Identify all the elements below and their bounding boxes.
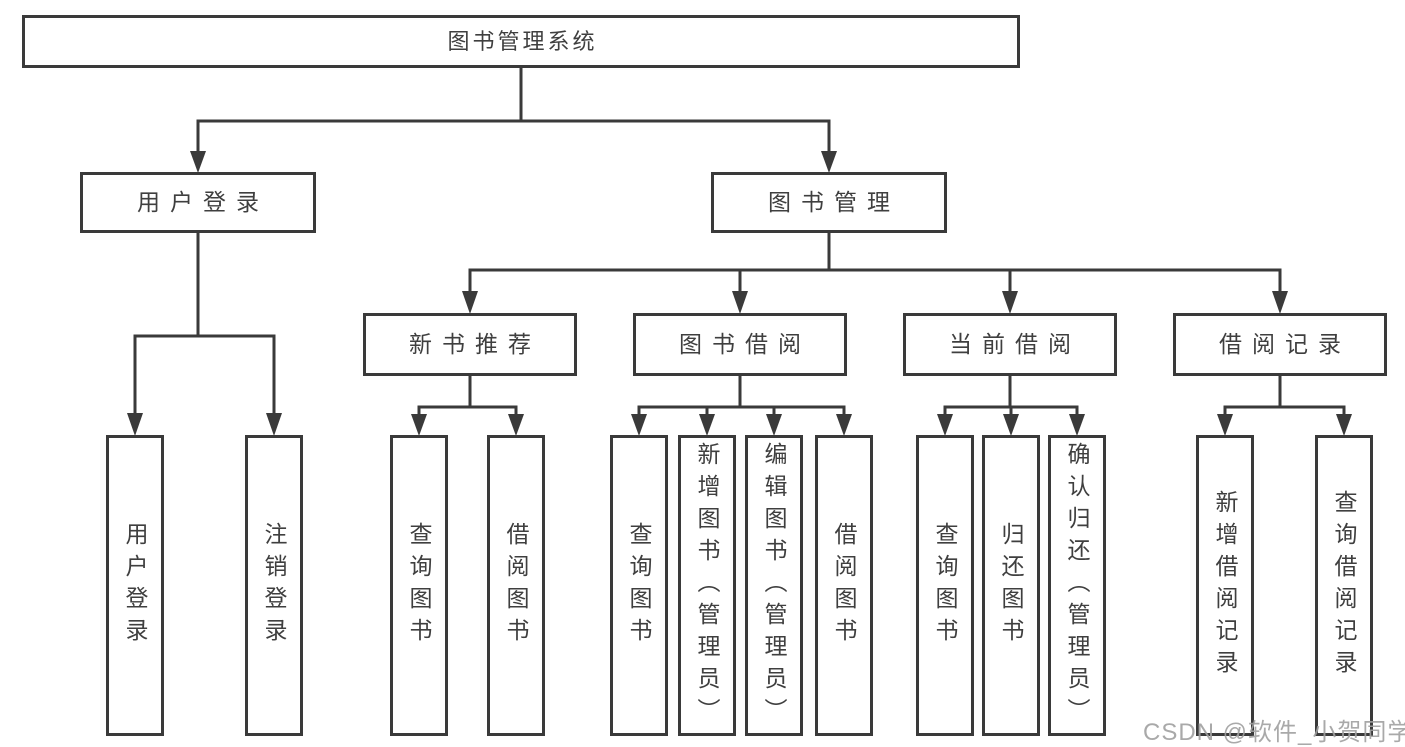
- arrow-down-icon: [127, 413, 143, 436]
- connector-current-borrow: [937, 376, 1085, 436]
- leaf-confirm-return-admin: 确认归还（管理员）: [1048, 435, 1106, 736]
- leaf-add-borrow-record: 新增借阅记录: [1196, 435, 1254, 736]
- node-library-management-system: 图书管理系统: [22, 15, 1020, 68]
- arrow-down-icon: [699, 414, 715, 436]
- arrow-down-icon: [1003, 414, 1019, 436]
- connector-book-borrow: [631, 376, 852, 436]
- connector-borrow-records: [1217, 376, 1352, 436]
- arrow-down-icon: [732, 291, 748, 314]
- arrow-down-icon: [1069, 414, 1085, 436]
- arrow-down-icon: [836, 414, 852, 436]
- node-new-book-recommend: 新书推荐: [363, 313, 577, 376]
- arrow-down-icon: [1336, 414, 1352, 436]
- arrow-down-icon: [462, 291, 478, 314]
- connector-root: [190, 66, 837, 173]
- arrow-down-icon: [1002, 291, 1018, 314]
- arrow-down-icon: [631, 414, 647, 436]
- arrow-down-icon: [821, 151, 837, 173]
- connector-user-login: [127, 233, 282, 436]
- node-book-management: 图书管理: [711, 172, 947, 233]
- leaf-borrow-books-recommend: 借阅图书: [487, 435, 545, 736]
- node-user-login: 用户登录: [80, 172, 316, 233]
- arrow-down-icon: [766, 414, 782, 436]
- leaf-add-book-admin: 新增图书（管理员）: [678, 435, 736, 736]
- leaf-logout: 注销登录: [245, 435, 303, 736]
- node-current-borrow: 当前借阅: [903, 313, 1117, 376]
- arrow-down-icon: [411, 414, 427, 436]
- node-book-borrow: 图书借阅: [633, 313, 847, 376]
- leaf-query-books-current: 查询图书: [916, 435, 974, 736]
- leaf-borrow-books: 借阅图书: [815, 435, 873, 736]
- arrow-down-icon: [937, 414, 953, 436]
- leaf-query-books-borrow: 查询图书: [610, 435, 668, 736]
- leaf-query-borrow-record: 查询借阅记录: [1315, 435, 1373, 736]
- arrow-down-icon: [1272, 291, 1288, 314]
- arrow-down-icon: [190, 151, 206, 173]
- leaf-user-login: 用户登录: [106, 435, 164, 736]
- csdn-watermark: CSDN @软件_小贺同学: [1143, 719, 1405, 746]
- node-borrow-records: 借阅记录: [1173, 313, 1387, 376]
- connector-book-management: [462, 233, 1288, 314]
- arrow-down-icon: [266, 413, 282, 436]
- arrow-down-icon: [1217, 414, 1233, 436]
- leaf-query-books-recommend: 查询图书: [390, 435, 448, 736]
- leaf-edit-book-admin: 编辑图书（管理员）: [745, 435, 803, 736]
- connector-new-book-recommend: [411, 376, 524, 436]
- arrow-down-icon: [508, 414, 524, 436]
- leaf-return-books: 归还图书: [982, 435, 1040, 736]
